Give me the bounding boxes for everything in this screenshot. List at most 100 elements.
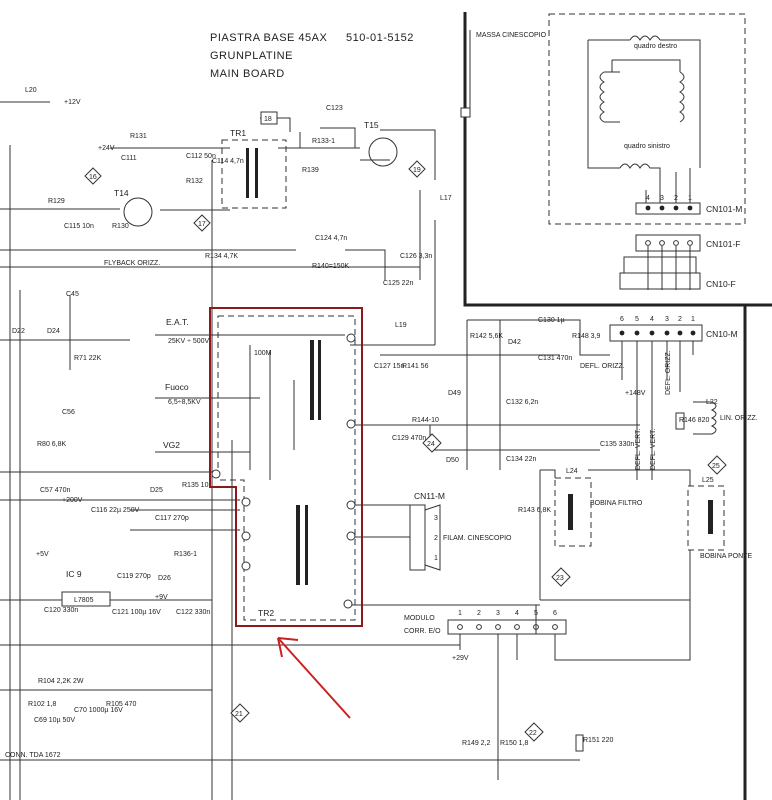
c45-label: C45 — [66, 291, 79, 298]
l7805-label: L7805 — [74, 597, 94, 604]
tr1-core-a — [246, 148, 249, 198]
plus29-label: +29V — [452, 655, 469, 662]
t15-transistor — [368, 137, 398, 167]
tr1-core-b — [255, 148, 258, 198]
svg-text:4: 4 — [515, 610, 519, 617]
r136-label: R136-1 — [174, 551, 197, 558]
c57-label: C57 470n — [40, 487, 70, 494]
c115-label: C115 10n — [64, 223, 94, 230]
ic9-body — [61, 591, 111, 607]
upper-circuit-wires — [0, 101, 436, 345]
c111-label: C111 — [121, 155, 137, 162]
d49-label: D49 — [448, 390, 461, 397]
r132-label: R132 — [186, 178, 203, 185]
plus200-label: +200V — [62, 497, 83, 504]
r131-label: R131 — [130, 133, 147, 140]
cn101-pin1: 1 — [688, 195, 692, 202]
cn101f-label: CN101-F — [706, 239, 740, 249]
cn101f-connector — [635, 234, 701, 252]
svg-text:19: 19 — [413, 167, 421, 174]
l17-label: L17 — [440, 195, 452, 202]
r71-label: R71 22K — [74, 355, 102, 362]
r134-label: R134 4,7K — [205, 253, 238, 260]
corr-label: CORR. E/O — [404, 628, 441, 635]
defl-orizz-label-2: DEFL. ORIZZ. — [665, 350, 672, 395]
lower-wires — [0, 529, 580, 761]
tr2-box — [217, 315, 356, 621]
c124-label: C124 4,7n — [315, 235, 347, 242]
svg-text:2: 2 — [477, 610, 481, 617]
cn10-pin3: 3 — [665, 316, 669, 323]
c130-label: C130 1µ — [538, 317, 565, 324]
cn101-pin4: 4 — [646, 195, 650, 202]
l25-box — [687, 485, 725, 551]
r129-label: R129 — [48, 198, 65, 205]
marker-25: 25 — [707, 455, 727, 475]
modulo-wires — [459, 600, 691, 780]
fuoco-value: 6,5÷8,5KV — [168, 399, 201, 406]
r139-label: R139 — [302, 167, 319, 174]
cn101-pin2: 2 — [674, 195, 678, 202]
svg-text:2: 2 — [434, 535, 438, 542]
svg-text:23: 23 — [556, 575, 564, 582]
cn10-pin5: 5 — [635, 316, 639, 323]
tr2-core-top — [310, 340, 314, 420]
l24-label: L24 — [566, 468, 578, 475]
r105-label: R105 470 — [106, 701, 136, 708]
c127-label: C127 15n — [374, 363, 404, 370]
tr2-highlight — [209, 307, 363, 627]
c129-label: C129 470n — [392, 435, 426, 442]
fuoco-label: Fuoco — [165, 382, 189, 392]
l22-coil — [693, 401, 717, 435]
cn10-pin6: 6 — [620, 316, 624, 323]
cn101-pin3: 3 — [660, 195, 664, 202]
bobina-ponte-label: BOBINA PONTE — [700, 553, 752, 560]
tr2-core-bottom-b — [305, 505, 308, 585]
l20-label: L20 — [25, 87, 37, 94]
svg-text:25: 25 — [712, 463, 720, 470]
svg-text:1: 1 — [434, 555, 438, 562]
l25-core — [708, 500, 713, 534]
t15-label: T15 — [364, 120, 379, 130]
l24-l25-wires — [539, 469, 691, 601]
r141-label: R141 56 — [402, 363, 429, 370]
cn10m-connector: 6 5 4 3 2 1 — [609, 316, 703, 480]
c122-label: C122 330n — [176, 609, 210, 616]
svg-text:3: 3 — [434, 515, 438, 522]
c132-label: C132 6,2n — [506, 399, 538, 406]
c121-label: C121 100µ 16V — [112, 609, 161, 616]
c70-label: C70 1000µ 16V — [74, 707, 123, 714]
plus5-label: +5V — [36, 551, 49, 558]
tr2-label: TR2 — [258, 608, 274, 618]
c123-label: C123 — [326, 105, 343, 112]
cn10f-label: CN10-F — [706, 279, 736, 289]
c125-label: C125 22n — [383, 280, 413, 287]
marker-23: 23 — [551, 567, 571, 587]
filam-label: FILAM. CINESCOPIO — [443, 535, 512, 542]
marker-17: 17 — [193, 214, 211, 232]
marker-24: 24 — [422, 433, 442, 453]
r80-label: R80 6,8K — [37, 441, 67, 448]
d25-label: D25 — [150, 487, 163, 494]
d50-label: D50 — [446, 457, 459, 464]
c135-label: C135 330n — [600, 441, 634, 448]
r148-label: R148 3,9 — [572, 333, 601, 340]
r149-label: R149 2,2 — [462, 740, 491, 747]
eat-value: 25KV ÷ 500V — [168, 338, 210, 345]
svg-text:1: 1 — [458, 610, 462, 617]
l19-label: L19 — [395, 322, 407, 329]
defl-vert-label-1: DEFL. VERT. — [635, 428, 642, 470]
quadro-destro-label: quadro destro — [634, 43, 677, 50]
eat-label: E.A.T. — [166, 317, 189, 327]
annotation-arrow — [277, 637, 351, 719]
marker-16: 16 — [84, 167, 102, 185]
svg-text:16: 16 — [89, 174, 97, 181]
yoke-box: quadro destro quadro sinistro 4 3 2 1 — [548, 13, 746, 225]
lin-orizz-label: LIN. ORIZZ. — [720, 415, 758, 422]
r102-label: R102 1,8 — [28, 701, 57, 708]
r130-label: R130 — [112, 223, 129, 230]
massa-terminal — [460, 107, 471, 118]
tr1-box — [221, 139, 287, 209]
massa-cinescopio-label: MASSA CINESCOPIO — [476, 32, 547, 39]
